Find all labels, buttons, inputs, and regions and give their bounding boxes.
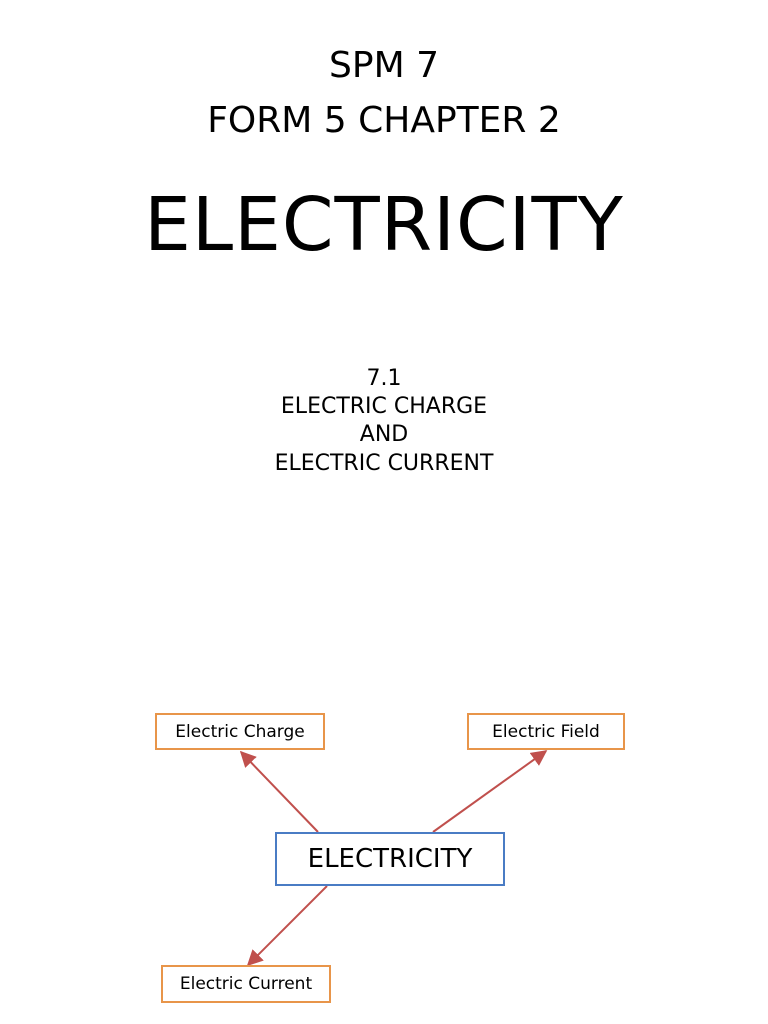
node-electricity-center-label: ELECTRICITY xyxy=(307,844,473,874)
header-line-2: FORM 5 CHAPTER 2 xyxy=(207,100,561,141)
node-electricity-center: ELECTRICITY xyxy=(275,832,505,886)
node-electric-current-label: Electric Current xyxy=(179,974,313,994)
arrow-to-electric-charge xyxy=(239,750,319,833)
node-electric-charge-label: Electric Charge xyxy=(175,721,305,742)
arrow-to-electric-current xyxy=(246,885,328,967)
node-electric-field: Electric Field xyxy=(467,713,625,750)
section-line-3: ELECTRIC CURRENT xyxy=(274,451,494,476)
node-electric-field-label: Electric Field xyxy=(492,721,600,742)
header-line-1: SPM 7 xyxy=(329,45,439,86)
node-electric-current: Electric Current xyxy=(161,965,331,1003)
page-title: ELECTRICITY xyxy=(144,182,624,268)
section-line-2: AND xyxy=(359,422,409,447)
section-number: 7.1 xyxy=(366,366,402,391)
arrow-to-electric-field xyxy=(432,750,548,833)
node-electric-charge: Electric Charge xyxy=(155,713,325,750)
section-line-1: ELECTRIC CHARGE xyxy=(280,394,488,419)
